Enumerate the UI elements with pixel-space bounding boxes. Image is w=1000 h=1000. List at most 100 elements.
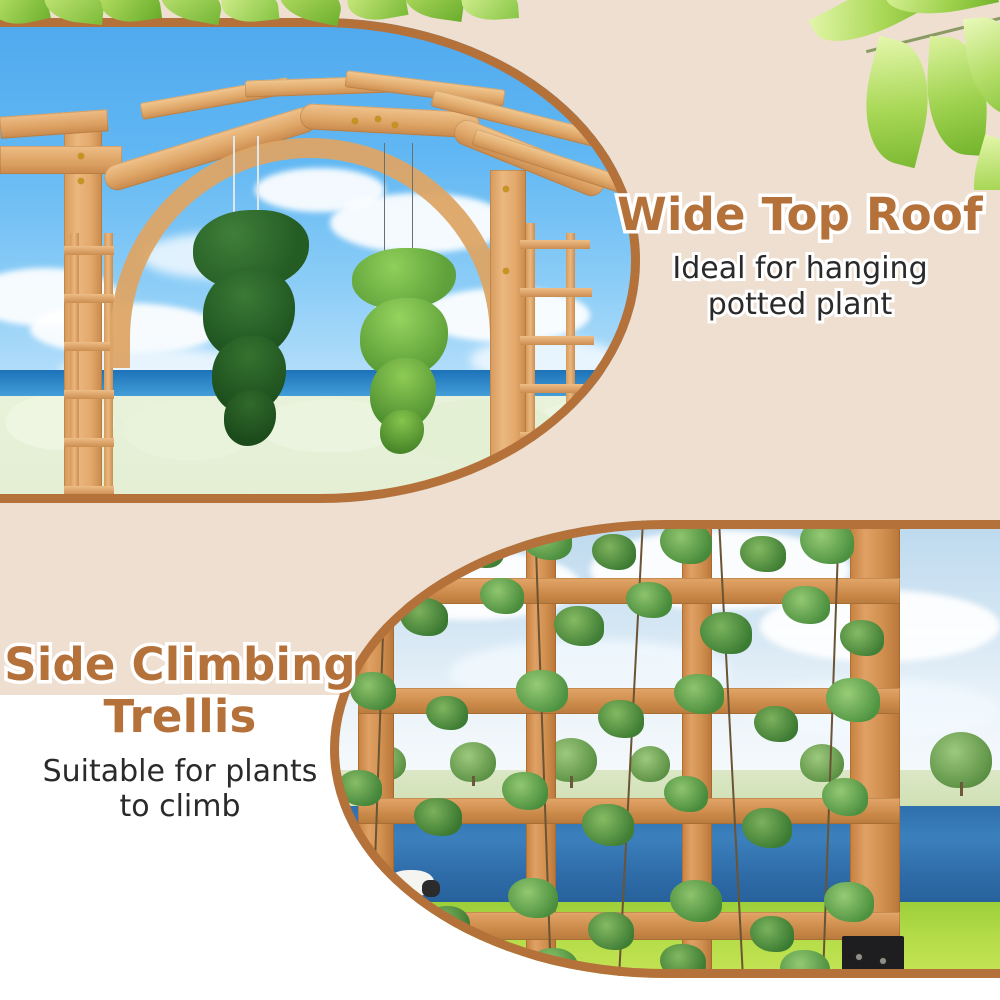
left-lattice-horizontal xyxy=(64,294,114,303)
top-right-leaf-branch xyxy=(760,0,1000,190)
ivy-leaf xyxy=(400,598,448,636)
screw-icon xyxy=(78,178,84,184)
bottom-feature-subtitle-line2: to climb xyxy=(116,787,243,826)
tree-trunk xyxy=(570,776,573,788)
cow-head xyxy=(422,880,440,897)
right-lattice-vertical xyxy=(526,223,535,503)
screw-icon xyxy=(880,958,886,964)
screw-icon xyxy=(78,153,84,159)
ivy-leaf xyxy=(332,584,374,618)
leaf-icon xyxy=(274,0,346,26)
ivy-leaf xyxy=(426,906,470,942)
leaf-icon xyxy=(401,0,467,23)
top-feature-title: Wide Top Roof xyxy=(614,186,986,244)
ivy-leaf xyxy=(824,882,874,922)
ivy-leaf xyxy=(426,696,468,730)
ivy-leaf xyxy=(582,804,634,846)
bottom-feature-title-line2: Trellis xyxy=(100,688,260,746)
ivy-leaf xyxy=(592,534,636,570)
ivy-leaf xyxy=(340,528,380,562)
ivy-leaf xyxy=(480,578,524,614)
bottom-feature-caption: Side Climbing Trellis Suitable for plant… xyxy=(0,636,360,827)
leaf-icon xyxy=(42,0,106,26)
ivy-leaf xyxy=(508,878,558,918)
hanging-chain xyxy=(233,136,235,228)
left-lattice-vertical xyxy=(70,233,79,503)
left-lattice-horizontal xyxy=(64,438,114,447)
left-lattice-vertical xyxy=(104,233,113,503)
left-lattice-horizontal xyxy=(64,486,114,495)
ivy-leaf xyxy=(414,798,462,836)
screw-icon xyxy=(364,952,370,958)
screw-icon xyxy=(392,122,398,128)
left-lattice-horizontal xyxy=(64,342,114,351)
top-feature-subtitle-line2: potted plant xyxy=(705,285,896,324)
left-lattice-horizontal xyxy=(64,246,114,255)
ivy-leaf xyxy=(660,944,706,978)
metal-base-bracket xyxy=(842,936,904,978)
right-lattice-horizontal xyxy=(520,288,592,297)
hanging-cord xyxy=(384,143,385,258)
leaf-icon xyxy=(345,0,409,25)
ivy-leaf xyxy=(502,772,548,810)
top-feature-photo xyxy=(0,18,640,503)
ivy-leaf xyxy=(670,880,722,922)
ivy-leaf xyxy=(350,672,396,710)
ivy-leaf xyxy=(674,674,724,714)
distant-tree xyxy=(630,746,670,782)
bottom-feature-photo xyxy=(330,520,1000,978)
screw-icon xyxy=(503,268,509,274)
hanging-chain xyxy=(257,136,259,228)
screw-icon xyxy=(386,956,392,962)
ivy-leaf xyxy=(554,606,604,646)
ivy-leaf xyxy=(626,582,672,618)
right-lattice-vertical xyxy=(566,233,575,503)
ivy-leaf xyxy=(840,620,884,656)
ivy-leaf xyxy=(750,916,794,952)
top-feature-subtitle-line1: Ideal for hanging xyxy=(669,249,930,288)
screw-icon xyxy=(375,116,381,122)
ivy-leaf xyxy=(588,912,634,950)
ivy-leaf xyxy=(826,678,880,722)
screw-icon xyxy=(856,954,862,960)
right-lattice-horizontal xyxy=(520,240,590,249)
ivy-leaf xyxy=(346,874,394,912)
leaf-icon xyxy=(99,0,163,26)
leaf-icon xyxy=(460,0,520,22)
ivy-leaf xyxy=(782,586,830,624)
bottom-feature-title-line1: Side Climbing xyxy=(1,636,359,694)
distant-tree xyxy=(930,732,992,788)
ivy-leaf xyxy=(740,536,786,572)
pergola-left-beam xyxy=(0,146,122,174)
leaf-icon xyxy=(0,0,51,26)
top-left-leaf-branch xyxy=(0,0,560,26)
bottom-feature-subtitle-line1: Suitable for plants xyxy=(40,752,321,791)
screw-icon xyxy=(503,186,509,192)
top-feature-caption: Wide Top Roof Ideal for hanging potted p… xyxy=(600,186,1000,324)
right-lattice-horizontal xyxy=(520,384,592,393)
screw-icon xyxy=(352,118,358,124)
distant-tree xyxy=(450,742,496,782)
tree-trunk xyxy=(472,776,475,786)
ivy-leaf xyxy=(742,808,792,848)
leaf-icon xyxy=(157,0,225,26)
right-lattice-horizontal xyxy=(520,480,582,489)
ivy-leaf xyxy=(598,700,644,738)
ivy-leaf xyxy=(460,532,504,568)
hanging-plant-foliage xyxy=(224,390,276,446)
ivy-leaf xyxy=(390,944,436,978)
hanging-plant-foliage xyxy=(380,410,424,454)
leaf-icon xyxy=(220,0,280,25)
hanging-cord xyxy=(412,143,413,258)
ivy-leaf xyxy=(516,670,568,712)
ivy-leaf xyxy=(822,778,868,816)
right-lattice-horizontal xyxy=(520,432,588,441)
left-lattice-horizontal xyxy=(64,390,114,399)
right-lattice-horizontal xyxy=(520,336,594,345)
ivy-leaf xyxy=(754,706,798,742)
distant-tree xyxy=(800,744,844,782)
ivy-leaf xyxy=(700,612,752,654)
ivy-leaf xyxy=(338,770,382,806)
ivy-leaf xyxy=(530,948,578,978)
